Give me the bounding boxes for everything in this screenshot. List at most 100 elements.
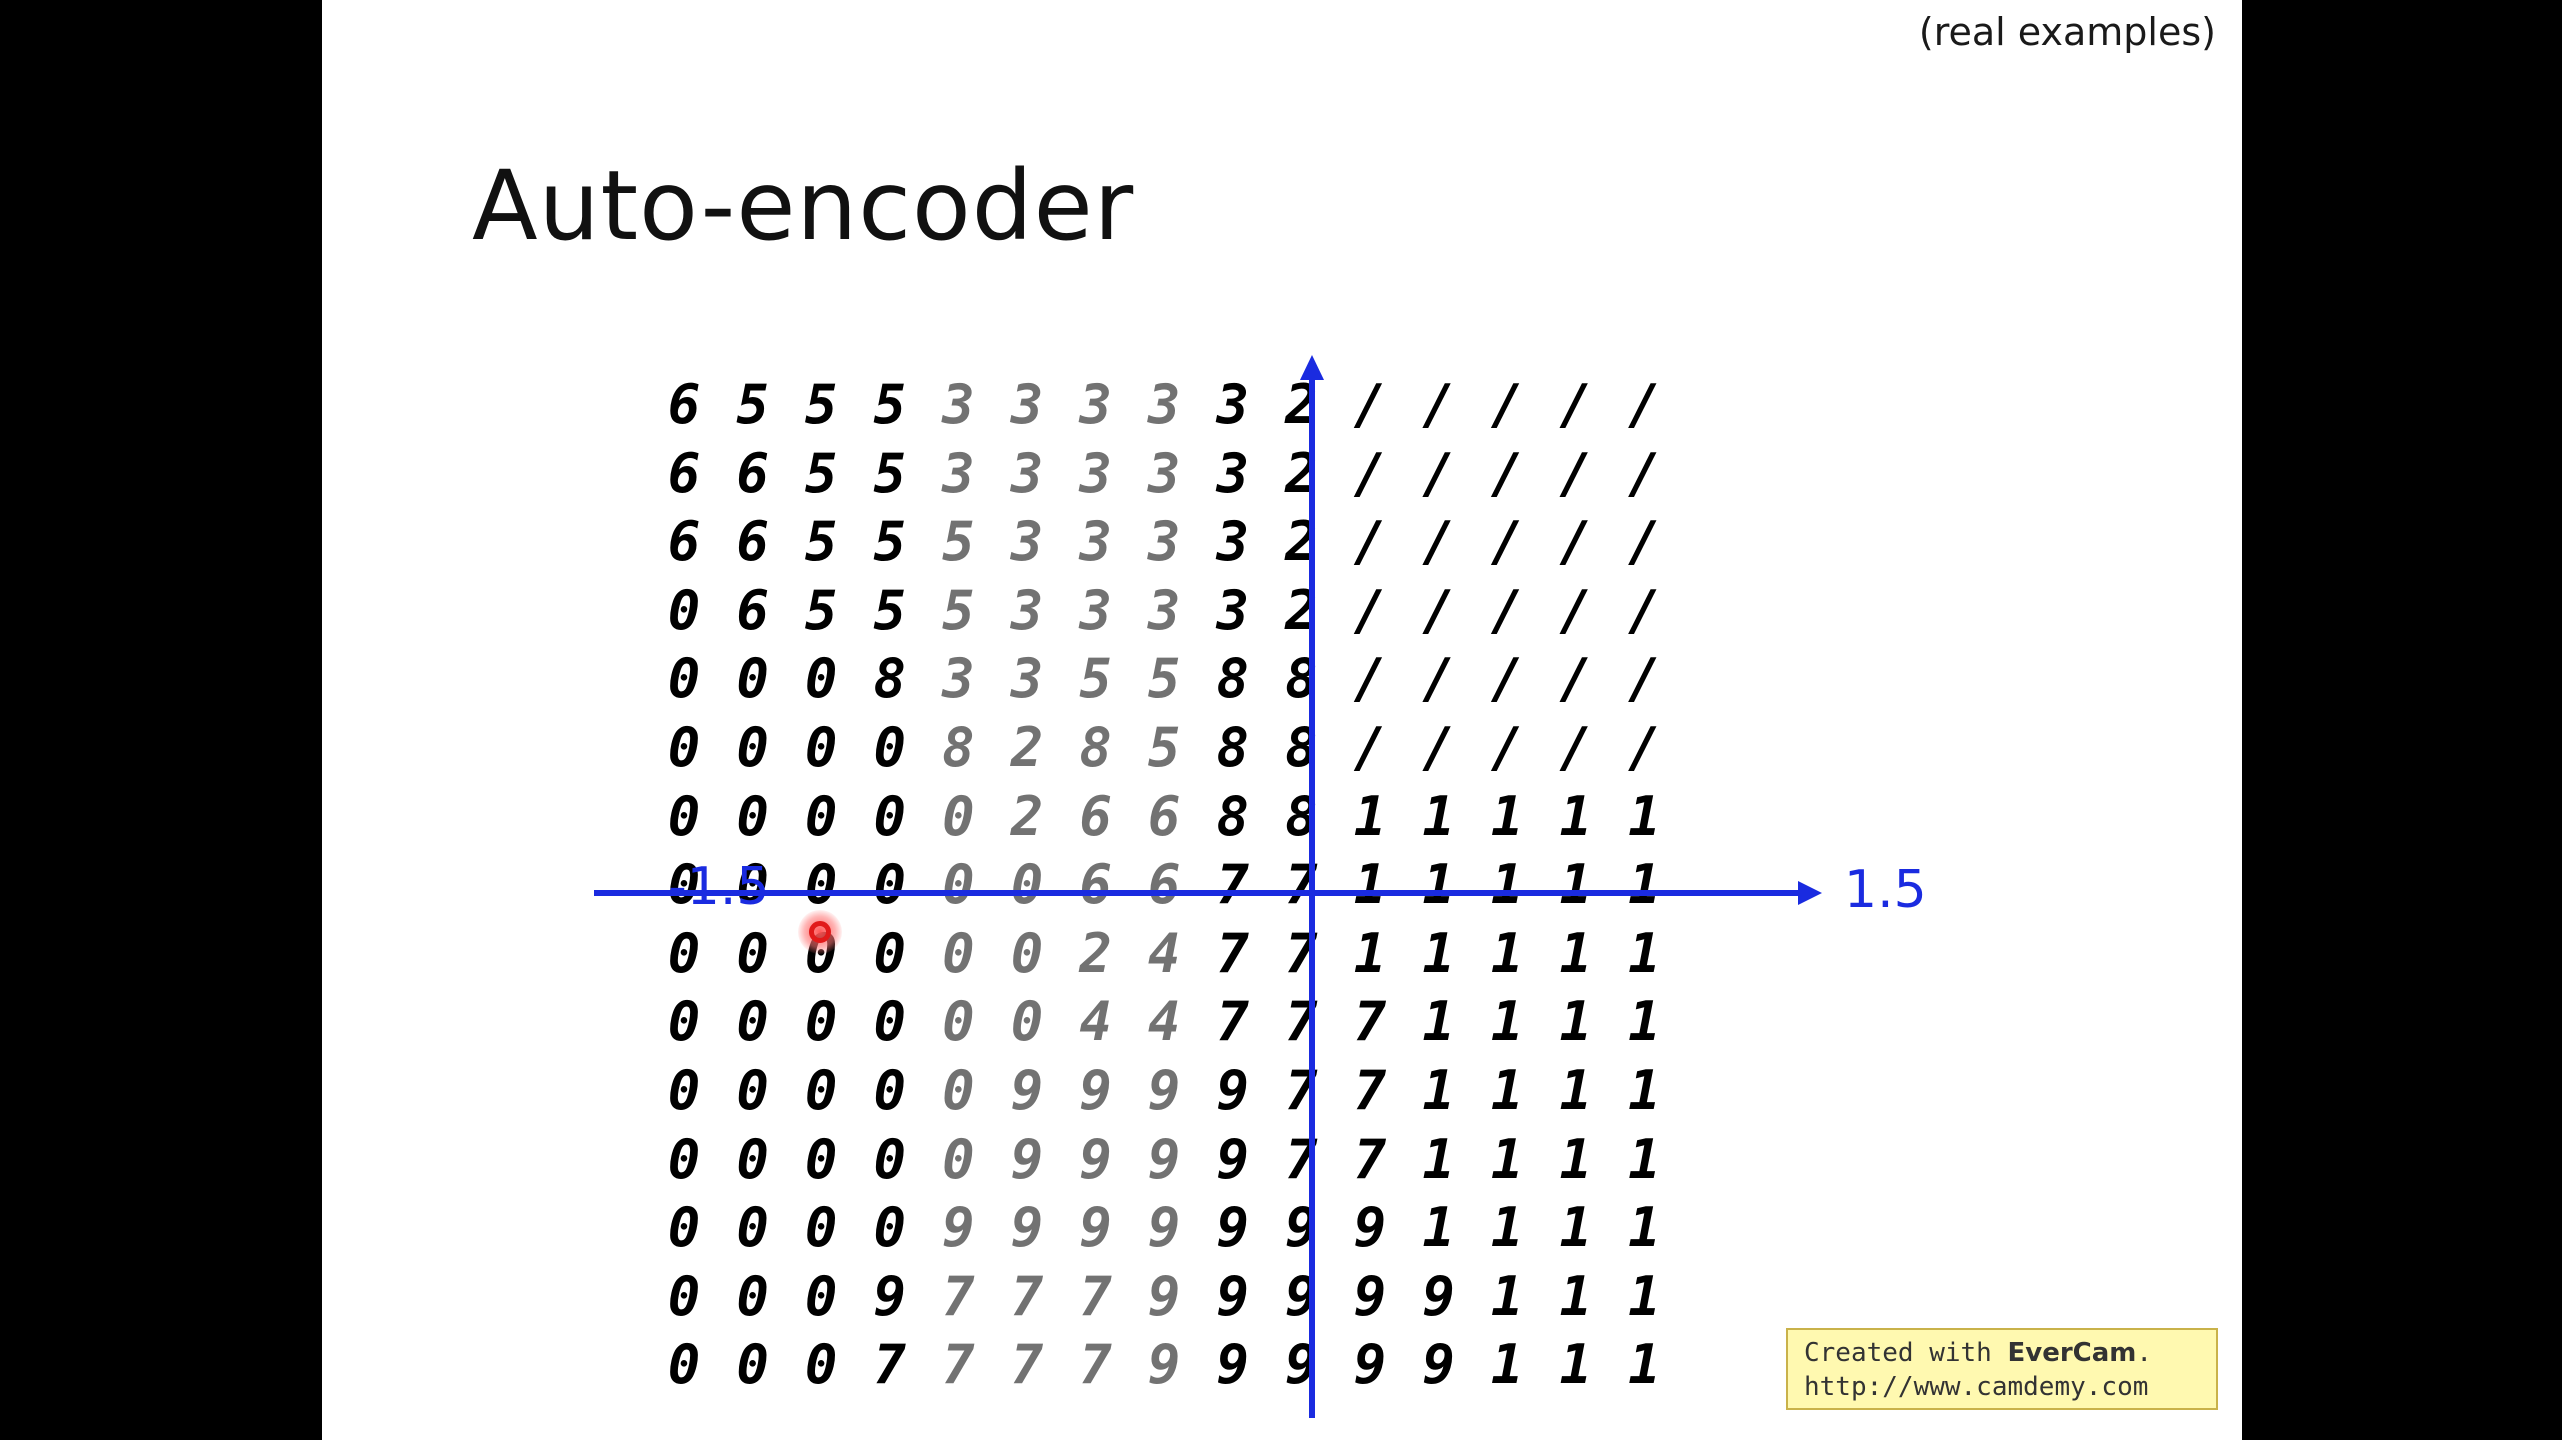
digit-cell: 1 [1422,1059,1455,1122]
digit-cell: 0 [736,1196,769,1260]
digit-cell: 7 [1216,990,1250,1054]
digit-cell: 5 [942,578,975,642]
digit-cell: 0 [873,1196,907,1260]
digit-cell: 5 [873,578,907,642]
digit-cell: 5 [942,510,975,574]
digit-cell: 3 [1216,373,1250,436]
digit-cell: 1 [1490,1264,1524,1328]
digit-cell: / [1628,510,1661,574]
digit-cell: 3 [1079,373,1112,436]
digit-cell: / [1422,578,1455,642]
digit-cell: 0 [873,1127,907,1191]
digit-cell: 0 [736,990,769,1054]
digit-cell: 8 [942,716,975,779]
digit-cell: / [1353,373,1387,436]
digit-cell: 8 [1216,716,1250,779]
digit-cell: 9 [1353,1196,1387,1260]
digit-cell: 6 [1147,784,1181,848]
digit-cell: 1 [1559,1333,1593,1397]
digit-cell: 0 [804,990,838,1054]
digit-cell: 9 [1353,1333,1387,1397]
digit-cell: 6 [667,510,701,574]
digit-cell: 3 [1010,441,1044,505]
digit-cell: 5 [804,373,838,436]
digit-cell: 7 [942,1264,975,1328]
digit-cell: 1 [1490,784,1524,848]
digit-cell: 5 [873,510,907,574]
digit-cell: / [1353,716,1387,779]
digit-cell: 0 [873,921,907,985]
digit-cell: 0 [804,647,838,711]
digit-cell: 6 [667,441,701,505]
digit-cell: 9 [1079,1127,1112,1191]
digit-cell: / [1422,716,1455,779]
digit-cell: 3 [1010,510,1044,574]
digit-cell: 0 [667,1333,701,1397]
digit-cell: 0 [736,1059,769,1122]
digit-cell: 3 [1216,578,1250,642]
digit-cell: 9 [1010,1127,1044,1191]
digit-cell: 8 [1216,784,1250,848]
digit-cell: / [1353,441,1387,505]
digit-cell: 6 [736,510,769,574]
digit-cell: 0 [873,1059,907,1122]
digit-cell: / [1628,647,1661,711]
digit-cell: 0 [873,784,907,848]
digit-cell: 0 [804,784,838,848]
digit-cell: 0 [736,1264,769,1328]
latent-axes [594,355,1822,1418]
digit-cell: 1 [1628,1127,1661,1191]
x-axis-min-label: -1.5 [668,857,770,917]
digit-cell: 0 [736,647,769,711]
digit-cell: 0 [1010,921,1044,985]
digit-cell: / [1490,373,1524,436]
digit-cell: 3 [1147,373,1181,436]
digit-cell: 0 [1010,990,1044,1054]
digit-cell: 0 [942,921,975,985]
digit-cell: 5 [804,441,838,505]
watermark-url[interactable]: http://www.camdemy.com [1804,1372,2149,1402]
digit-cell: 7 [1079,1264,1112,1328]
digit-cell: 6 [736,578,769,642]
digit-cell: 5 [873,441,907,505]
digit-cell: 1 [1422,784,1455,848]
digit-cell: 0 [736,784,769,848]
digit-cell: 9 [1147,1333,1181,1397]
digit-cell: 7 [942,1333,975,1397]
digit-cell: 8 [1216,647,1250,711]
digit-cell: 9 [1422,1264,1455,1328]
digit-cell: 7 [1216,921,1250,985]
x-axis-max-label: 1.5 [1844,860,1927,920]
watermark-prefix: Created with [1804,1338,2008,1368]
digit-cell: 0 [667,990,701,1054]
digit-cell: 9 [1147,1127,1181,1191]
digit-cell: 9 [1216,1264,1250,1328]
digit-cell: / [1353,510,1387,574]
digit-cell: 0 [804,1264,838,1328]
digit-cell: 6 [736,441,769,505]
watermark-line1: Created with EverCam. [1804,1336,2200,1370]
y-axis-arrowhead [1300,355,1324,380]
digit-cell: 1 [1422,1127,1455,1191]
watermark-brand: EverCam [2007,1338,2137,1368]
digit-cell: / [1353,647,1387,711]
digit-cell: 0 [667,1196,701,1260]
digit-cell: 1 [1422,921,1455,985]
digit-cell: 3 [942,441,975,505]
digit-cell: 3 [1216,510,1250,574]
watermark-suffix: . [2136,1338,2153,1368]
digit-cell: 1 [1422,1196,1455,1260]
digit-cell: 6 [1079,784,1112,848]
digit-cell: 5 [1147,716,1181,779]
evercam-watermark[interactable]: Created with EverCam. http://www.camdemy… [1786,1328,2218,1410]
digit-cell: 9 [1216,1196,1250,1260]
digit-cell: 0 [667,1059,701,1122]
digit-cell: 0 [736,921,769,985]
digit-cell: 1 [1559,784,1593,848]
digit-cell: / [1628,716,1661,779]
digit-cell: 9 [1010,1196,1044,1260]
digit-cell: 4 [1079,990,1112,1054]
digit-cell: 1 [1490,1333,1524,1397]
